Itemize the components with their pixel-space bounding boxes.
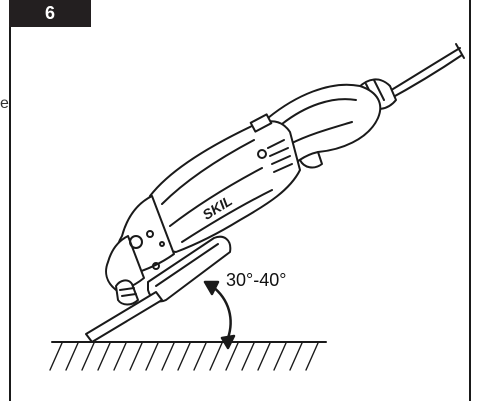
surface-hatching xyxy=(49,342,319,371)
power-cord xyxy=(382,43,465,102)
work-surface xyxy=(49,341,327,371)
gear-head xyxy=(105,195,175,291)
figure-number-badge: 6 xyxy=(9,0,91,27)
figure-number: 6 xyxy=(44,3,55,23)
side-handle xyxy=(115,279,139,306)
cutting-disc xyxy=(85,291,163,343)
angle-label: 30°-40° xyxy=(226,270,287,290)
cropped-text-fragment: e xyxy=(0,95,9,112)
frame-left-border xyxy=(9,0,11,401)
angle-arrow xyxy=(203,280,236,350)
frame-right-border xyxy=(469,0,471,401)
